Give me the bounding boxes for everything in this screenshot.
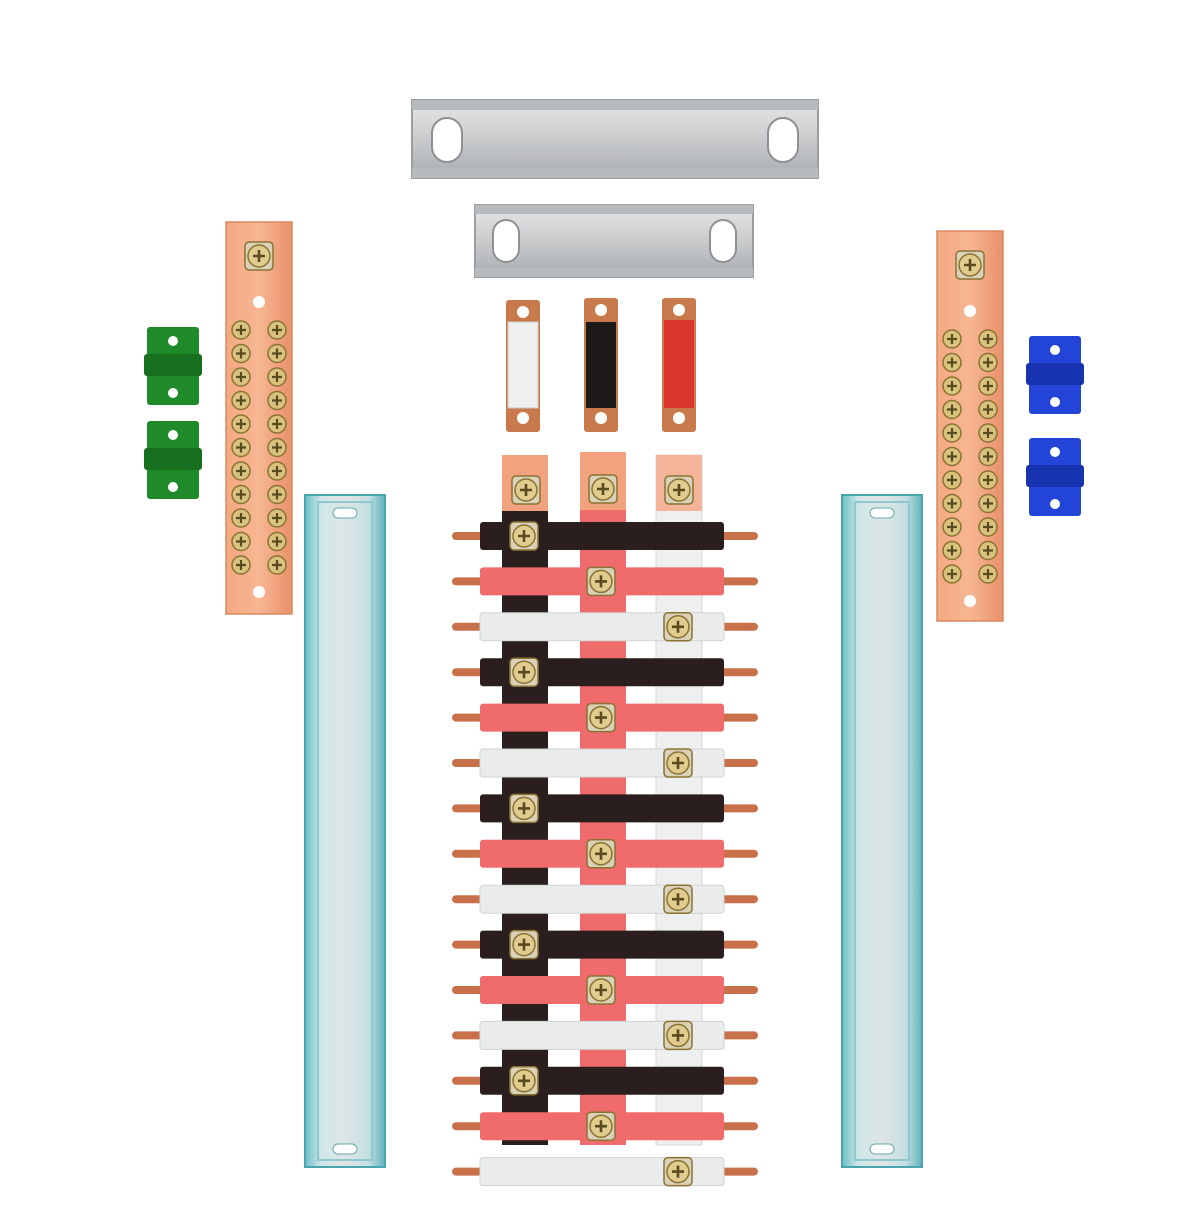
terminal-screw-icon — [266, 507, 288, 529]
copper-link-red — [662, 298, 696, 432]
aluminum-channel-short — [474, 204, 754, 278]
terminal-screw-icon — [941, 328, 963, 350]
terminal-screw-icon — [977, 516, 999, 538]
mount-screw-icon — [954, 249, 986, 281]
terminal-screw-icon — [977, 540, 999, 561]
busbar-screw-icon — [662, 747, 694, 779]
terminal-screw-icon — [941, 399, 963, 420]
aluminum-channel-long — [411, 99, 819, 179]
terminal-screw-icon — [230, 531, 252, 552]
terminal-screw-icon — [941, 493, 963, 514]
terminal-screw-icon — [941, 516, 963, 538]
terminal-screw-icon — [230, 366, 252, 388]
terminal-screw-icon — [230, 390, 252, 411]
terminal-screw-icon — [230, 437, 252, 458]
ground-terminal-bar-right — [936, 230, 1004, 622]
busbar-screw-icon — [662, 611, 694, 643]
terminal-screw-icon — [230, 484, 252, 505]
green-insulator-clip — [144, 327, 202, 499]
busbar-screw-icon — [585, 1110, 617, 1142]
ground-terminal-bar-left — [225, 221, 293, 615]
busbar-screw-icon — [585, 974, 617, 1006]
mount-screw-icon — [243, 240, 275, 272]
busbar-white — [479, 884, 725, 914]
din-rail-right — [841, 494, 923, 1168]
terminal-screw-icon — [266, 484, 288, 505]
busbar-black — [480, 658, 724, 687]
terminal-screw-icon — [266, 319, 288, 341]
terminal-screw-icon — [266, 437, 288, 458]
busbar-screw-icon — [585, 838, 617, 870]
terminal-screw-icon — [941, 469, 963, 491]
terminal-screw-icon — [266, 554, 288, 576]
busbar-screw-icon — [585, 702, 617, 733]
busbar-white — [479, 1157, 725, 1187]
terminal-screw-icon — [977, 375, 999, 397]
terminal-screw-icon — [941, 422, 963, 444]
mount-hole — [253, 296, 265, 308]
terminal-screw-icon — [266, 343, 288, 364]
busbar-screw-icon — [508, 793, 540, 824]
busbar-black — [480, 522, 724, 550]
terminal-screw-icon — [977, 446, 999, 467]
terminal-screw-icon — [941, 446, 963, 467]
terminal-screw-icon — [941, 375, 963, 397]
terminal-screw-icon — [230, 507, 252, 529]
busbar-black — [480, 930, 724, 959]
copper-link-white — [506, 300, 540, 432]
terminal-screw-icon — [230, 343, 252, 364]
terminal-screw-icon — [266, 390, 288, 411]
mount-hole — [253, 586, 265, 598]
busbar-white — [479, 612, 725, 642]
busbar-screw-icon — [662, 1020, 694, 1051]
mount-hole — [964, 305, 976, 317]
terminal-screw-icon — [977, 328, 999, 350]
busbar-screw-icon — [508, 929, 540, 960]
mount-hole — [964, 595, 976, 607]
busbar-black — [480, 794, 724, 823]
busbar-black — [480, 1066, 724, 1095]
busbar-screw-icon — [508, 656, 540, 688]
busbar-screw-icon — [508, 1065, 540, 1097]
terminal-screw-icon — [977, 399, 999, 420]
terminal-screw-icon — [230, 554, 252, 576]
busbar-white — [479, 1020, 725, 1050]
three-phase-busbar-comb — [452, 452, 758, 1187]
terminal-screw-icon — [266, 413, 288, 435]
terminal-screw-icon — [977, 563, 999, 585]
terminal-screw-icon — [977, 422, 999, 444]
terminal-screw-icon — [941, 563, 963, 585]
terminal-screw-icon — [941, 540, 963, 561]
terminal-screw-icon — [230, 319, 252, 341]
terminal-screw-icon — [266, 366, 288, 388]
busbar-white — [479, 748, 725, 778]
blue-insulator-clip — [1026, 336, 1084, 516]
terminal-screw-icon — [977, 493, 999, 514]
busbar-screw-icon — [662, 1156, 694, 1187]
terminal-screw-icon — [266, 531, 288, 552]
din-rail-left — [304, 494, 386, 1168]
terminal-screw-icon — [230, 413, 252, 435]
terminal-screw-icon — [230, 460, 252, 482]
busbar-screw-icon — [662, 883, 694, 915]
terminal-screw-icon — [266, 460, 288, 482]
terminal-screw-icon — [977, 352, 999, 373]
busbar-screw-icon — [508, 520, 540, 552]
terminal-screw-icon — [977, 469, 999, 491]
busbar-screw-icon — [585, 566, 617, 597]
terminal-screw-icon — [941, 352, 963, 373]
copper-link-black — [584, 298, 618, 432]
